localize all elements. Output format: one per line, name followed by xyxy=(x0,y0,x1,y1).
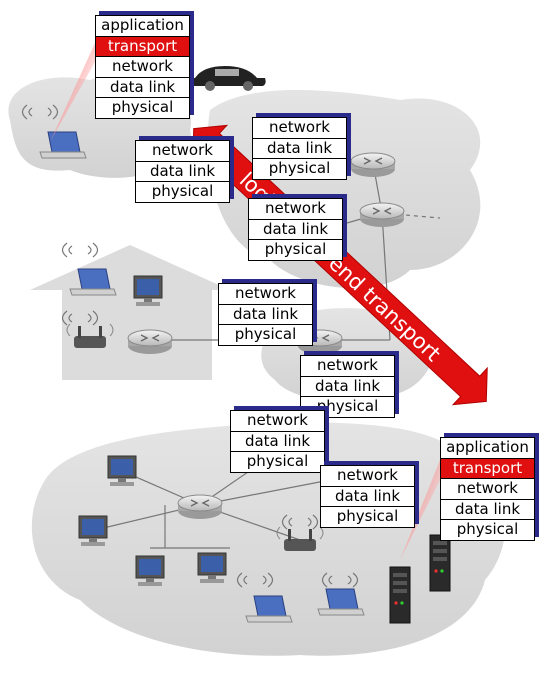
layer-network: network xyxy=(248,198,343,220)
layer-physical: physical xyxy=(135,181,230,203)
layer-data-link: data link xyxy=(95,76,190,99)
host-stack-bottom: application transport network data link … xyxy=(440,437,535,541)
layer-physical: physical xyxy=(230,451,325,473)
layer-data-link: data link xyxy=(320,485,415,508)
layer-network: network xyxy=(252,117,347,139)
home-network-house xyxy=(30,245,230,380)
top-host-beam xyxy=(50,43,95,142)
layer-network: network xyxy=(230,410,325,432)
layer-data-link: data link xyxy=(440,498,535,521)
router-icon xyxy=(359,202,405,228)
layer-data-link: data link xyxy=(218,303,313,326)
layer-network: network xyxy=(300,355,395,377)
router-stack: network data link physical xyxy=(248,198,343,261)
layer-network: network xyxy=(218,283,313,305)
layer-physical: physical xyxy=(440,519,535,541)
layer-data-link: data link xyxy=(135,160,230,183)
bottom-host-beam xyxy=(400,460,440,560)
layer-data-link: data link xyxy=(248,218,343,241)
layer-physical: physical xyxy=(95,97,190,119)
router-icon xyxy=(350,152,396,178)
server-icon xyxy=(389,566,411,624)
layer-network: network xyxy=(95,56,190,78)
layer-data-link: data link xyxy=(230,430,325,453)
layer-data-link: data link xyxy=(252,137,347,160)
host-stack-top: application transport network data link … xyxy=(95,15,190,119)
router-stack: network data link physical xyxy=(320,465,415,528)
router-stack: network data link physical xyxy=(218,283,313,346)
layer-network: network xyxy=(320,465,415,487)
router-stack: network data link physical xyxy=(300,355,395,418)
layer-application: application xyxy=(95,15,190,37)
layer-physical: physical xyxy=(320,506,415,528)
car-icon xyxy=(188,66,266,91)
layer-physical: physical xyxy=(248,239,343,261)
server-icon xyxy=(429,534,451,592)
router-icon xyxy=(127,329,173,355)
layer-physical: physical xyxy=(252,158,347,180)
router-icon xyxy=(177,494,223,520)
layer-data-link: data link xyxy=(300,375,395,398)
layer-transport: transport xyxy=(440,457,535,480)
layer-network: network xyxy=(440,478,535,500)
router-stack: network data link physical xyxy=(252,117,347,180)
layer-physical: physical xyxy=(218,324,313,346)
wireless-signal-icon xyxy=(61,242,99,258)
layer-transport: transport xyxy=(95,35,190,58)
router-stack: network data link physical xyxy=(230,410,325,473)
router-stack: network data link physical xyxy=(135,140,230,203)
layer-application: application xyxy=(440,437,535,459)
layer-network: network xyxy=(135,140,230,162)
